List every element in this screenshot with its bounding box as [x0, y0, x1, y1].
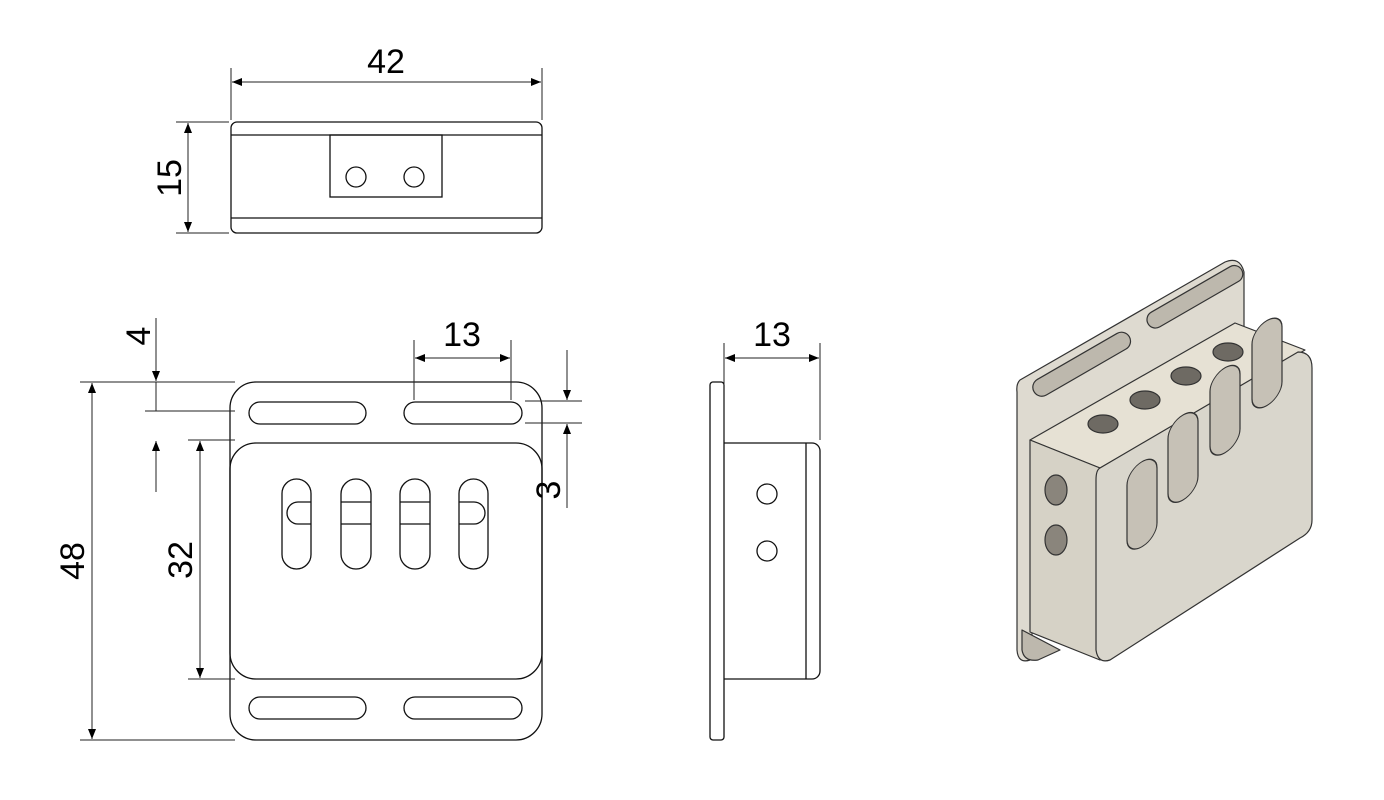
front-view: 48 32 4 13 3 [54, 316, 582, 741]
side-view: 13 [709, 316, 821, 741]
dim-width-42: 42 [367, 43, 405, 81]
dim-body-height-32: 32 [162, 541, 200, 579]
isometric-view [1016, 259, 1313, 662]
dim-slot-length-13: 13 [443, 316, 481, 354]
dim-depth-13: 13 [753, 316, 791, 354]
dim-slot-width-3: 3 [530, 481, 568, 500]
dim-offset-4: 4 [120, 327, 158, 346]
dim-height-15: 15 [151, 159, 189, 197]
dim-overall-height-48: 48 [54, 542, 92, 580]
top-view: 42 15 [151, 43, 543, 234]
